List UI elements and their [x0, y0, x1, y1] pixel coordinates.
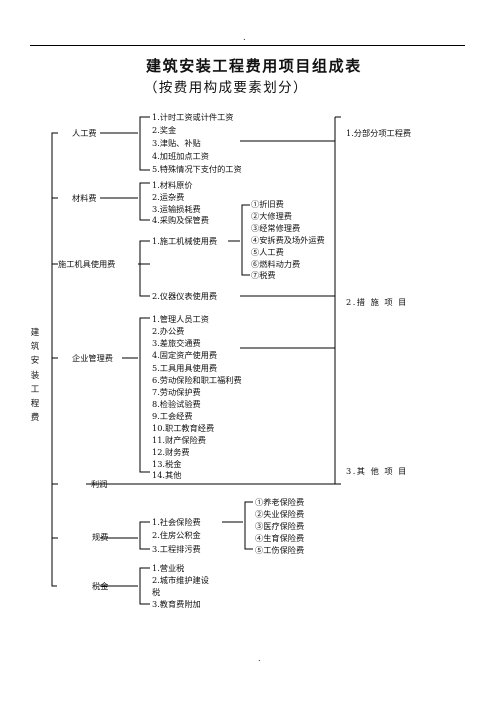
fees-item: 1.社会保险费 [152, 517, 201, 527]
management-item: 8.检验试验费 [152, 399, 201, 409]
root-char: 安 [30, 356, 40, 367]
social-sub-item: ⑤工伤保险费 [255, 545, 305, 555]
material-item: 4.采购及保管费 [152, 215, 209, 225]
root-char: 程 [30, 399, 40, 410]
root-char: 工 [30, 384, 40, 395]
category-fees: 规费 [92, 532, 109, 542]
root-label: 建 筑 安 装 工 程 费 [29, 326, 41, 425]
management-item: 2.办公费 [152, 326, 185, 336]
management-item: 7.劳动保护费 [152, 387, 201, 397]
page-title: 建筑安装工程费用项目组成表 [146, 57, 362, 75]
management-item: 11.财产保险费 [152, 435, 206, 445]
root-char: 装 [30, 370, 40, 381]
labor-item: 3.津贴、补贴 [152, 138, 201, 148]
root-char: 建 [30, 328, 40, 338]
top-rule [30, 45, 465, 46]
social-sub-item: ①养老保险费 [255, 497, 305, 507]
fees-item: 3.工程排污费 [152, 544, 201, 554]
fees-item: 2.住房公积金 [152, 530, 201, 540]
management-item: 5.工具用具使用费 [152, 363, 218, 373]
social-sub-item: ②失业保险费 [255, 509, 305, 519]
right-item-other: 3.其 他 项 目 [346, 466, 408, 476]
machine-sub-item: ④安拆费及场外运费 [251, 235, 325, 245]
management-item: 9.工会经费 [152, 411, 193, 421]
category-tax: 税金 [92, 581, 109, 591]
management-item: 10.职工教育经费 [152, 423, 215, 433]
category-material: 材料费 [72, 193, 97, 203]
material-bracket [139, 182, 150, 221]
category-machinery: 施工机具使用费 [58, 259, 116, 269]
root-char: 筑 [30, 342, 40, 353]
category-management: 企业管理费 [72, 353, 113, 363]
material-item: 1.材料原价 [152, 180, 193, 190]
social-sub-bracket [244, 501, 253, 550]
tax-bracket [139, 567, 150, 605]
material-item: 3.运输损耗费 [152, 204, 201, 214]
labor-item: 2.奖金 [152, 125, 177, 135]
social-sub-item: ④生育保险费 [255, 533, 305, 543]
tax-item: 1.营业税 [152, 563, 185, 573]
root-bracket [51, 132, 58, 587]
fees-bracket [139, 521, 150, 550]
tax-item: 2.城市维护建设 [152, 575, 209, 585]
management-item: 6.劳动保险和职工福利费 [152, 375, 242, 385]
management-item: 3.差旅交通费 [152, 338, 201, 348]
machinery-item: 2.仪器仪表使用费 [152, 291, 218, 301]
machinery-bracket [139, 240, 150, 297]
management-bracket [139, 317, 150, 473]
labor-item: 4.加班加点工资 [152, 151, 209, 161]
machine-sub-item: ⑤人工费 [251, 247, 284, 257]
root-char: 费 [30, 413, 40, 424]
tax-item: 3.教育费附加 [152, 599, 201, 609]
top-dot: . [243, 32, 246, 42]
machine-sub-bracket [241, 204, 250, 276]
machine-sub-item: ⑦税费 [251, 270, 276, 280]
machine-sub-item: ⑥燃料动力费 [251, 259, 301, 269]
management-item: 13.税金 [152, 459, 182, 469]
management-item: 12.财务费 [152, 447, 190, 457]
management-item: 14.其他 [152, 470, 182, 480]
machine-sub-item: ②大修理费 [251, 211, 292, 221]
material-item: 2.运杂费 [152, 192, 185, 202]
category-profit: 利润 [91, 479, 108, 489]
machine-sub-item: ③经常修理费 [251, 223, 301, 233]
right-item-subdivision: 1.分部分项工程费 [346, 128, 412, 138]
right-item-measures: 2.措 施 项 目 [346, 297, 408, 307]
machinery-item: 1.施工机械使用费 [152, 236, 218, 246]
management-item: 4.固定资产使用费 [152, 350, 218, 360]
page-subtitle: （按费用构成要素划分） [144, 80, 308, 96]
social-sub-item: ③医疗保险费 [255, 521, 305, 531]
management-item: 1.管理人员工资 [152, 314, 209, 324]
labor-item: 1.计时工资或计件工资 [152, 112, 234, 122]
tax-item: 税 [152, 587, 161, 597]
machine-sub-item: ①折旧费 [251, 199, 284, 209]
bottom-dot: . [258, 653, 261, 663]
category-labor: 人工费 [72, 128, 97, 138]
labor-item: 5.特殊情况下支付的工资 [152, 164, 242, 174]
labor-bracket [139, 116, 150, 171]
